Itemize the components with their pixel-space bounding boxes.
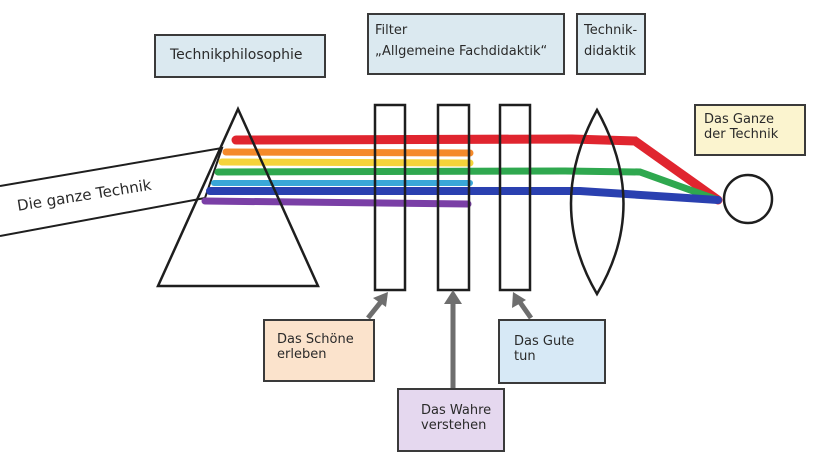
filter-plate-2 <box>436 103 471 292</box>
technikdidaktik-box: Technik- didaktik <box>576 13 646 75</box>
ray-yellow <box>218 158 474 167</box>
arrows <box>366 290 534 388</box>
arrow-2-head <box>444 290 462 304</box>
filter-label: Filter „Allgemeine Fachdidaktik“ <box>375 23 548 59</box>
filter-plate-1 <box>373 103 407 292</box>
das-wahre-box: Das Wahre verstehen <box>397 388 505 452</box>
das-ganze-label: Das Ganze der Technik <box>704 112 779 142</box>
incoming-beam <box>0 146 224 237</box>
prism <box>156 105 320 288</box>
ray-violet <box>201 197 472 208</box>
ray-green <box>214 167 722 204</box>
filter-box: Filter „Allgemeine Fachdidaktik“ <box>367 13 565 75</box>
das-schoene-label: Das Schöne erleben <box>277 332 354 362</box>
ray-orange <box>222 148 474 157</box>
das-gute-box: Das Gute tun <box>498 319 606 384</box>
das-gute-label: Das Gute tun <box>514 334 575 364</box>
spectrum-rays <box>201 134 723 208</box>
arrow-1-head <box>373 292 388 307</box>
technikphilosophie-label: Technikphilosophie <box>170 47 303 63</box>
das-ganze-box: Das Ganze der Technik <box>694 104 806 156</box>
filter-plate-3 <box>498 103 532 292</box>
technikphilosophie-box: Technikphilosophie <box>154 34 326 78</box>
focus-circle <box>722 173 774 225</box>
das-schoene-box: Das Schöne erleben <box>263 319 375 382</box>
lens <box>569 107 625 297</box>
das-wahre-label: Das Wahre verstehen <box>421 403 492 433</box>
technikdidaktik-label: Technik- didaktik <box>584 23 638 59</box>
ray-blue <box>206 187 722 204</box>
arrow-3-head <box>512 292 526 308</box>
